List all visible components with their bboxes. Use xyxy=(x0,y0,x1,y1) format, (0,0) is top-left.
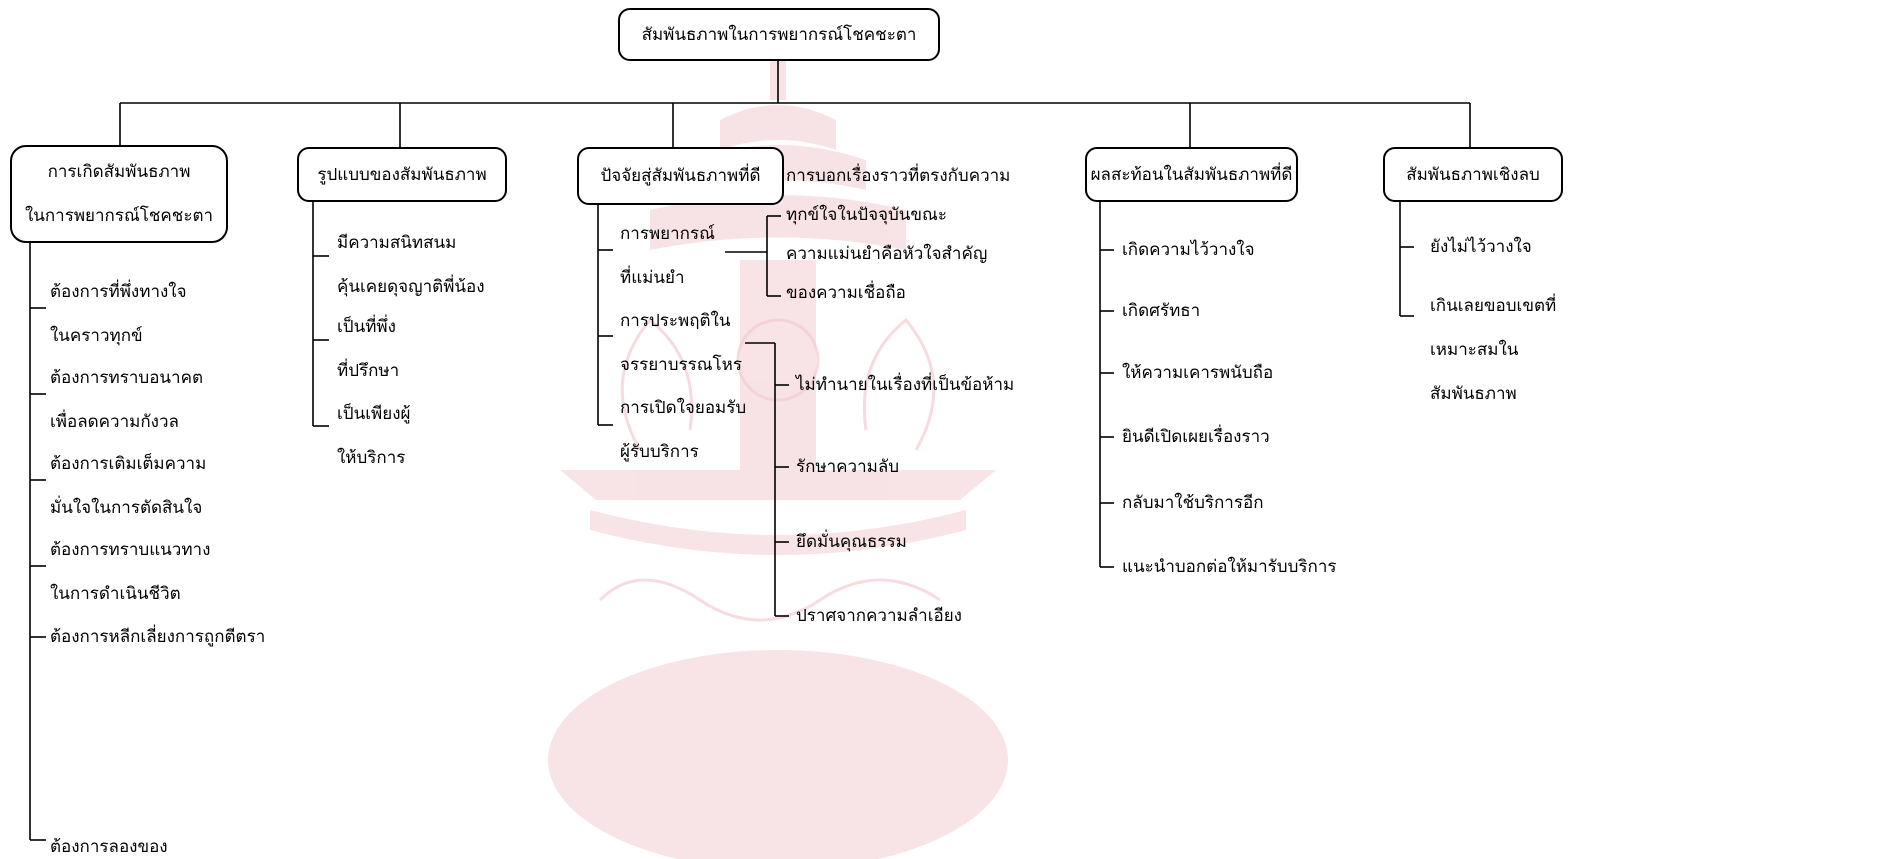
ethics-sub-3: ยึดมั่นคุณธรรม xyxy=(796,532,907,552)
col4-item-6: แนะนำบอกต่อให้มารับบริการ xyxy=(1122,557,1337,577)
col2-item-1: มีความสนิทสนมคุ้นเคยดุจญาติพี่น้อง xyxy=(337,233,485,297)
col1-item-4: ต้องการทราบแนวทางในการดำเนินชีวิต xyxy=(50,540,211,604)
col2-item-2: เป็นที่พึ่งที่ปรึกษา xyxy=(337,317,400,381)
col3-title-box: ปัจจัยสู่สัมพันธภาพที่ดี xyxy=(577,147,784,205)
root-node: สัมพันธภาพในการพยากรณ์โชคชะตา xyxy=(618,8,940,61)
accuracy-sub-1: การบอกเรื่องราวที่ตรงกับความทุกข์ใจในปัจ… xyxy=(786,166,1011,225)
col3-item-3: การเปิดใจยอมรับผู้รับบริการ xyxy=(620,398,747,462)
col4-item-3: ให้ความเคารพนับถือ xyxy=(1122,363,1274,383)
col3-item-1: การพยากรณ์ที่แม่นยำ xyxy=(620,224,715,288)
col5-title: สัมพันธภาพเชิงลบ xyxy=(1406,164,1540,185)
col1-item-1: ต้องการที่พึ่งทางใจในคราวทุกข์ xyxy=(50,282,187,346)
col1-title-box: การเกิดสัมพันธภาพ ในการพยากรณ์โชคชะตา xyxy=(10,145,228,243)
col3-title: ปัจจัยสู่สัมพันธภาพที่ดี xyxy=(600,166,761,186)
col2-item-3: เป็นเพียงผู้ให้บริการ xyxy=(337,404,411,468)
col4-item-4: ยินดีเปิดเผยเรื่องราว xyxy=(1122,427,1270,447)
col1-item-2: ต้องการทราบอนาคตเพื่อลดความกังวล xyxy=(50,368,203,432)
col4-item-2: เกิดศรัทธา xyxy=(1122,301,1201,321)
col1-item-3: ต้องการเติมเต็มความมั่นใจในการตัดสินใจ xyxy=(50,454,207,518)
col2-title-box: รูปแบบของสัมพันธภาพ xyxy=(297,147,507,202)
ethics-sub-1: ไม่ทำนายในเรื่องที่เป็นข้อห้าม xyxy=(796,375,1015,395)
accuracy-sub-2: ความแม่นยำคือหัวใจสำคัญของความเชื่อถือ xyxy=(786,244,988,303)
col3-item-2: การประพฤติในจรรยาบรรณโหร xyxy=(620,311,743,375)
col4-title: ผลสะท้อนในสัมพันธภาพที่ดี xyxy=(1090,164,1293,185)
ethics-sub-2: รักษาความลับ xyxy=(796,457,900,477)
col4-item-1: เกิดความไว้วางใจ xyxy=(1122,240,1255,260)
col5-item-1: ยังไม่ไว้วางใจ xyxy=(1430,237,1532,257)
col1-title-line2: ในการพยากรณ์โชคชะตา xyxy=(24,206,214,226)
col4-title-box: ผลสะท้อนในสัมพันธภาพที่ดี xyxy=(1085,147,1298,202)
ethics-sub-4: ปราศจากความลำเอียง xyxy=(796,606,962,626)
col1-item-6: ต้องการลองของ xyxy=(50,837,168,857)
col1-item-5: ต้องการหลีกเลี่ยงการถูกตีตรา xyxy=(50,627,266,647)
col5-title-box: สัมพันธภาพเชิงลบ xyxy=(1383,147,1563,202)
col5-item-2: เกินเลยขอบเขตที่เหมาะสมในสัมพันธภาพ xyxy=(1430,296,1557,404)
col4-item-5: กลับมาใช้บริการอีก xyxy=(1122,493,1264,513)
root-label: สัมพันธภาพในการพยากรณ์โชคชะตา xyxy=(641,24,917,45)
col2-title: รูปแบบของสัมพันธภาพ xyxy=(317,164,487,185)
col1-title-line1: การเกิดสัมพันธภาพ xyxy=(47,162,191,182)
